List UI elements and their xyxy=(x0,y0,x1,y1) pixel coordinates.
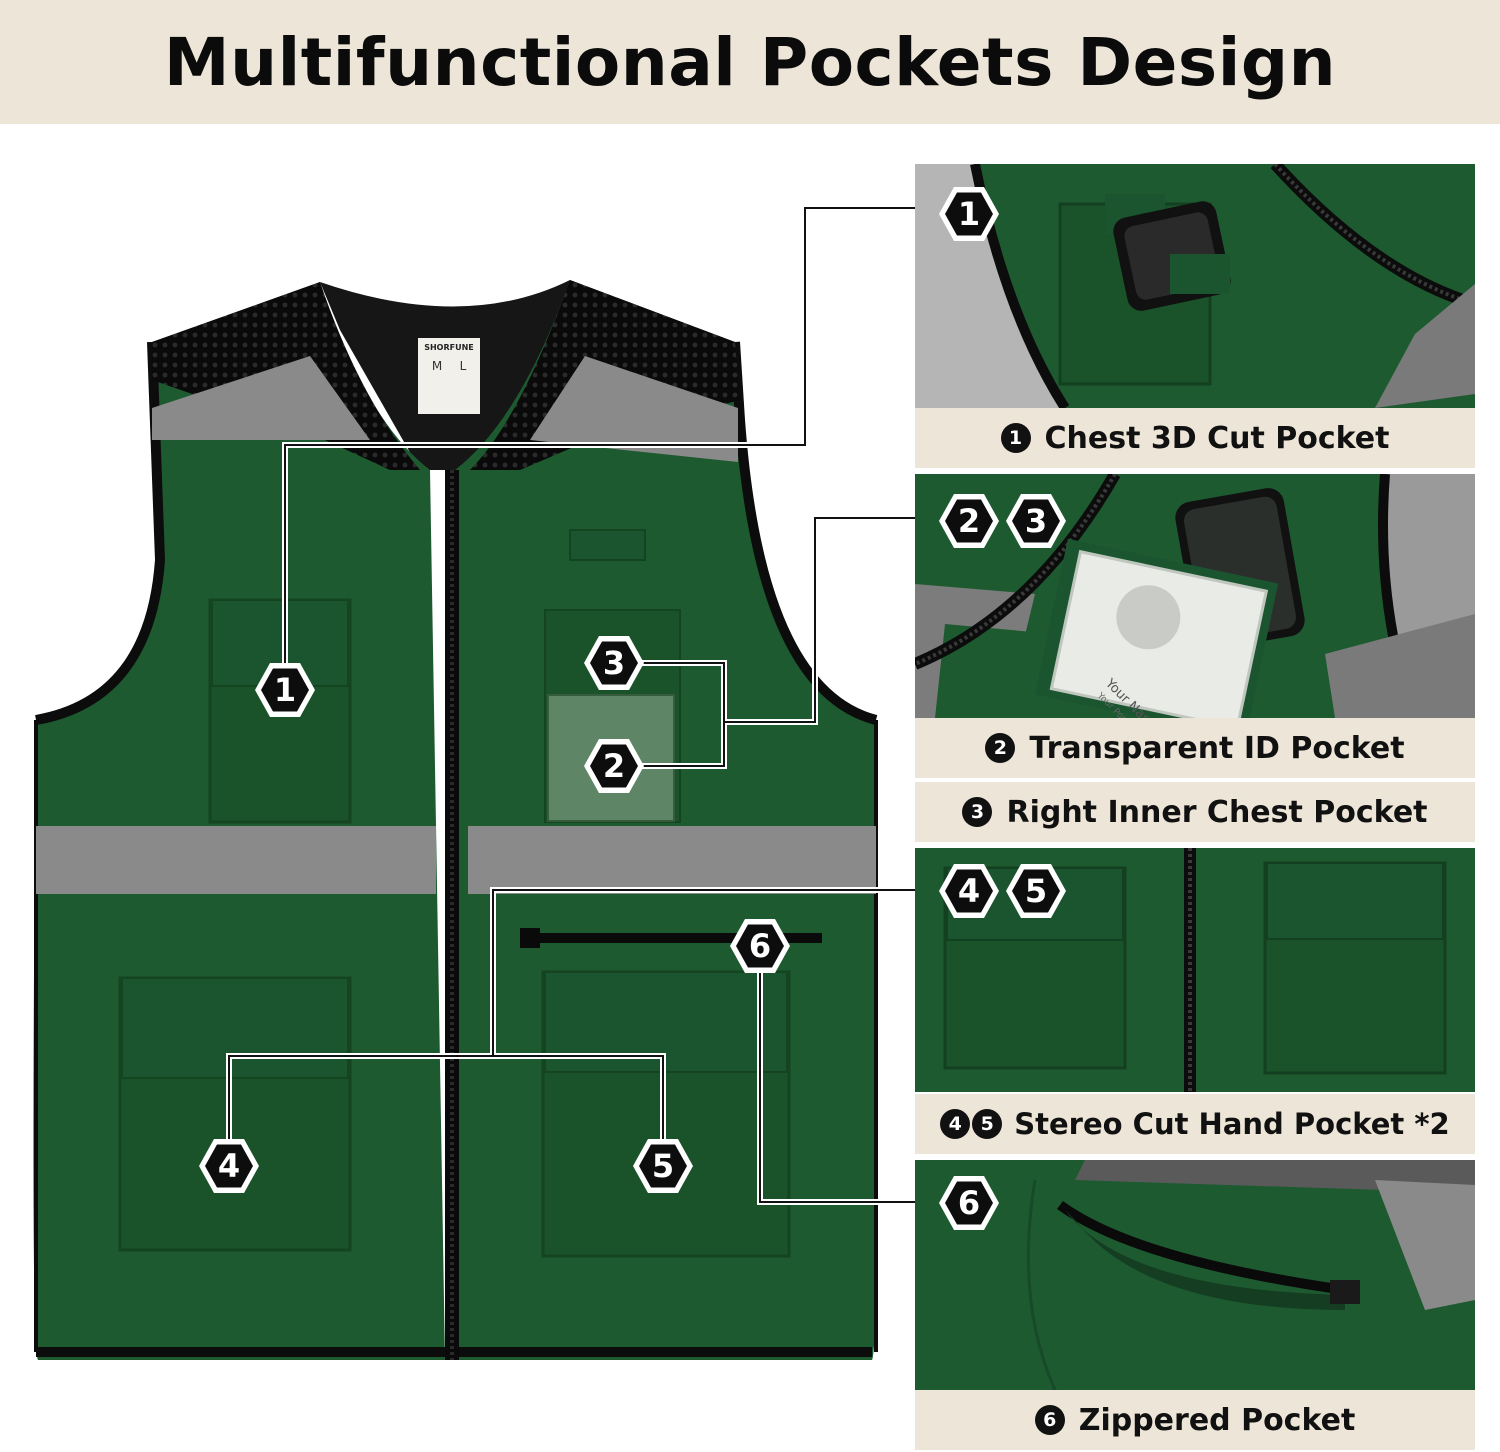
caption-label: Chest 3D Cut Pocket xyxy=(1044,420,1390,456)
caption-number: 4 xyxy=(940,1109,971,1139)
detail-marker-1: 1 xyxy=(937,185,1001,247)
svg-text:5: 5 xyxy=(1025,872,1047,910)
detail-photo-zippered-pocket xyxy=(915,1160,1475,1390)
pen-slot xyxy=(569,529,646,561)
label-brand: SHORFUNE xyxy=(424,343,474,352)
reflective-stripe-upper-left xyxy=(152,356,370,440)
caption-number: 6 xyxy=(1034,1405,1065,1435)
caption-number: 1 xyxy=(1000,423,1031,453)
caption-chest-3d-cut-pocket: 1 Chest 3D Cut Pocket xyxy=(915,408,1475,468)
caption-transparent-id-pocket: 2 Transparent ID Pocket xyxy=(915,718,1475,778)
detail-photo-id-pocket: Your Name Your Position xyxy=(915,474,1475,718)
svg-text:2: 2 xyxy=(958,502,980,540)
detail-marker-2: 2 xyxy=(937,492,1001,554)
caption-label: Right Inner Chest Pocket xyxy=(1006,794,1428,830)
caption-label: Transparent ID Pocket xyxy=(1029,730,1405,766)
caption-number: 5 xyxy=(972,1109,1003,1139)
caption-label: Stereo Cut Hand Pocket *2 xyxy=(1014,1107,1450,1141)
marker-2: 2 xyxy=(584,739,644,793)
detail-marker-6: 6 xyxy=(937,1174,1001,1236)
caption-number: 2 xyxy=(985,733,1016,763)
svg-text:6: 6 xyxy=(958,1184,980,1222)
reflective-stripe-waist-left xyxy=(36,826,436,894)
caption-number: 3 xyxy=(962,797,993,827)
header-banner: Multifunctional Pockets Design xyxy=(0,0,1500,124)
reflective-stripe-upper-right xyxy=(530,356,738,462)
svg-text:1: 1 xyxy=(958,195,980,233)
svg-text:4: 4 xyxy=(218,1147,240,1185)
marker-6: 6 xyxy=(730,919,790,973)
reflective-stripe-waist-right xyxy=(468,826,876,894)
detail-marker-3: 3 xyxy=(1004,492,1068,554)
svg-text:1: 1 xyxy=(274,671,296,709)
caption-zippered-pocket: 6 Zippered Pocket xyxy=(915,1390,1475,1450)
svg-text:2: 2 xyxy=(603,747,625,785)
detail-marker-5: 5 xyxy=(1004,862,1068,924)
caption-stereo-cut-hand-pocket: 4 5 Stereo Cut Hand Pocket *2 xyxy=(915,1094,1475,1154)
caption-label: Zippered Pocket xyxy=(1078,1402,1356,1438)
svg-text:6: 6 xyxy=(749,927,771,965)
svg-text:5: 5 xyxy=(652,1147,674,1185)
marker-5: 5 xyxy=(633,1139,693,1193)
marker-1: 1 xyxy=(255,663,315,717)
marker-4: 4 xyxy=(199,1139,259,1193)
label-size: L xyxy=(460,359,467,373)
svg-text:4: 4 xyxy=(958,872,980,910)
svg-text:M: M xyxy=(432,359,442,373)
marker-3: 3 xyxy=(584,636,644,690)
detail-marker-4: 4 xyxy=(937,862,1001,924)
caption-right-inner-chest-pocket: 3 Right Inner Chest Pocket xyxy=(915,782,1475,842)
svg-text:3: 3 xyxy=(603,644,625,682)
svg-text:3: 3 xyxy=(1025,502,1047,540)
page-title: Multifunctional Pockets Design xyxy=(163,23,1337,101)
size-label xyxy=(418,338,480,414)
